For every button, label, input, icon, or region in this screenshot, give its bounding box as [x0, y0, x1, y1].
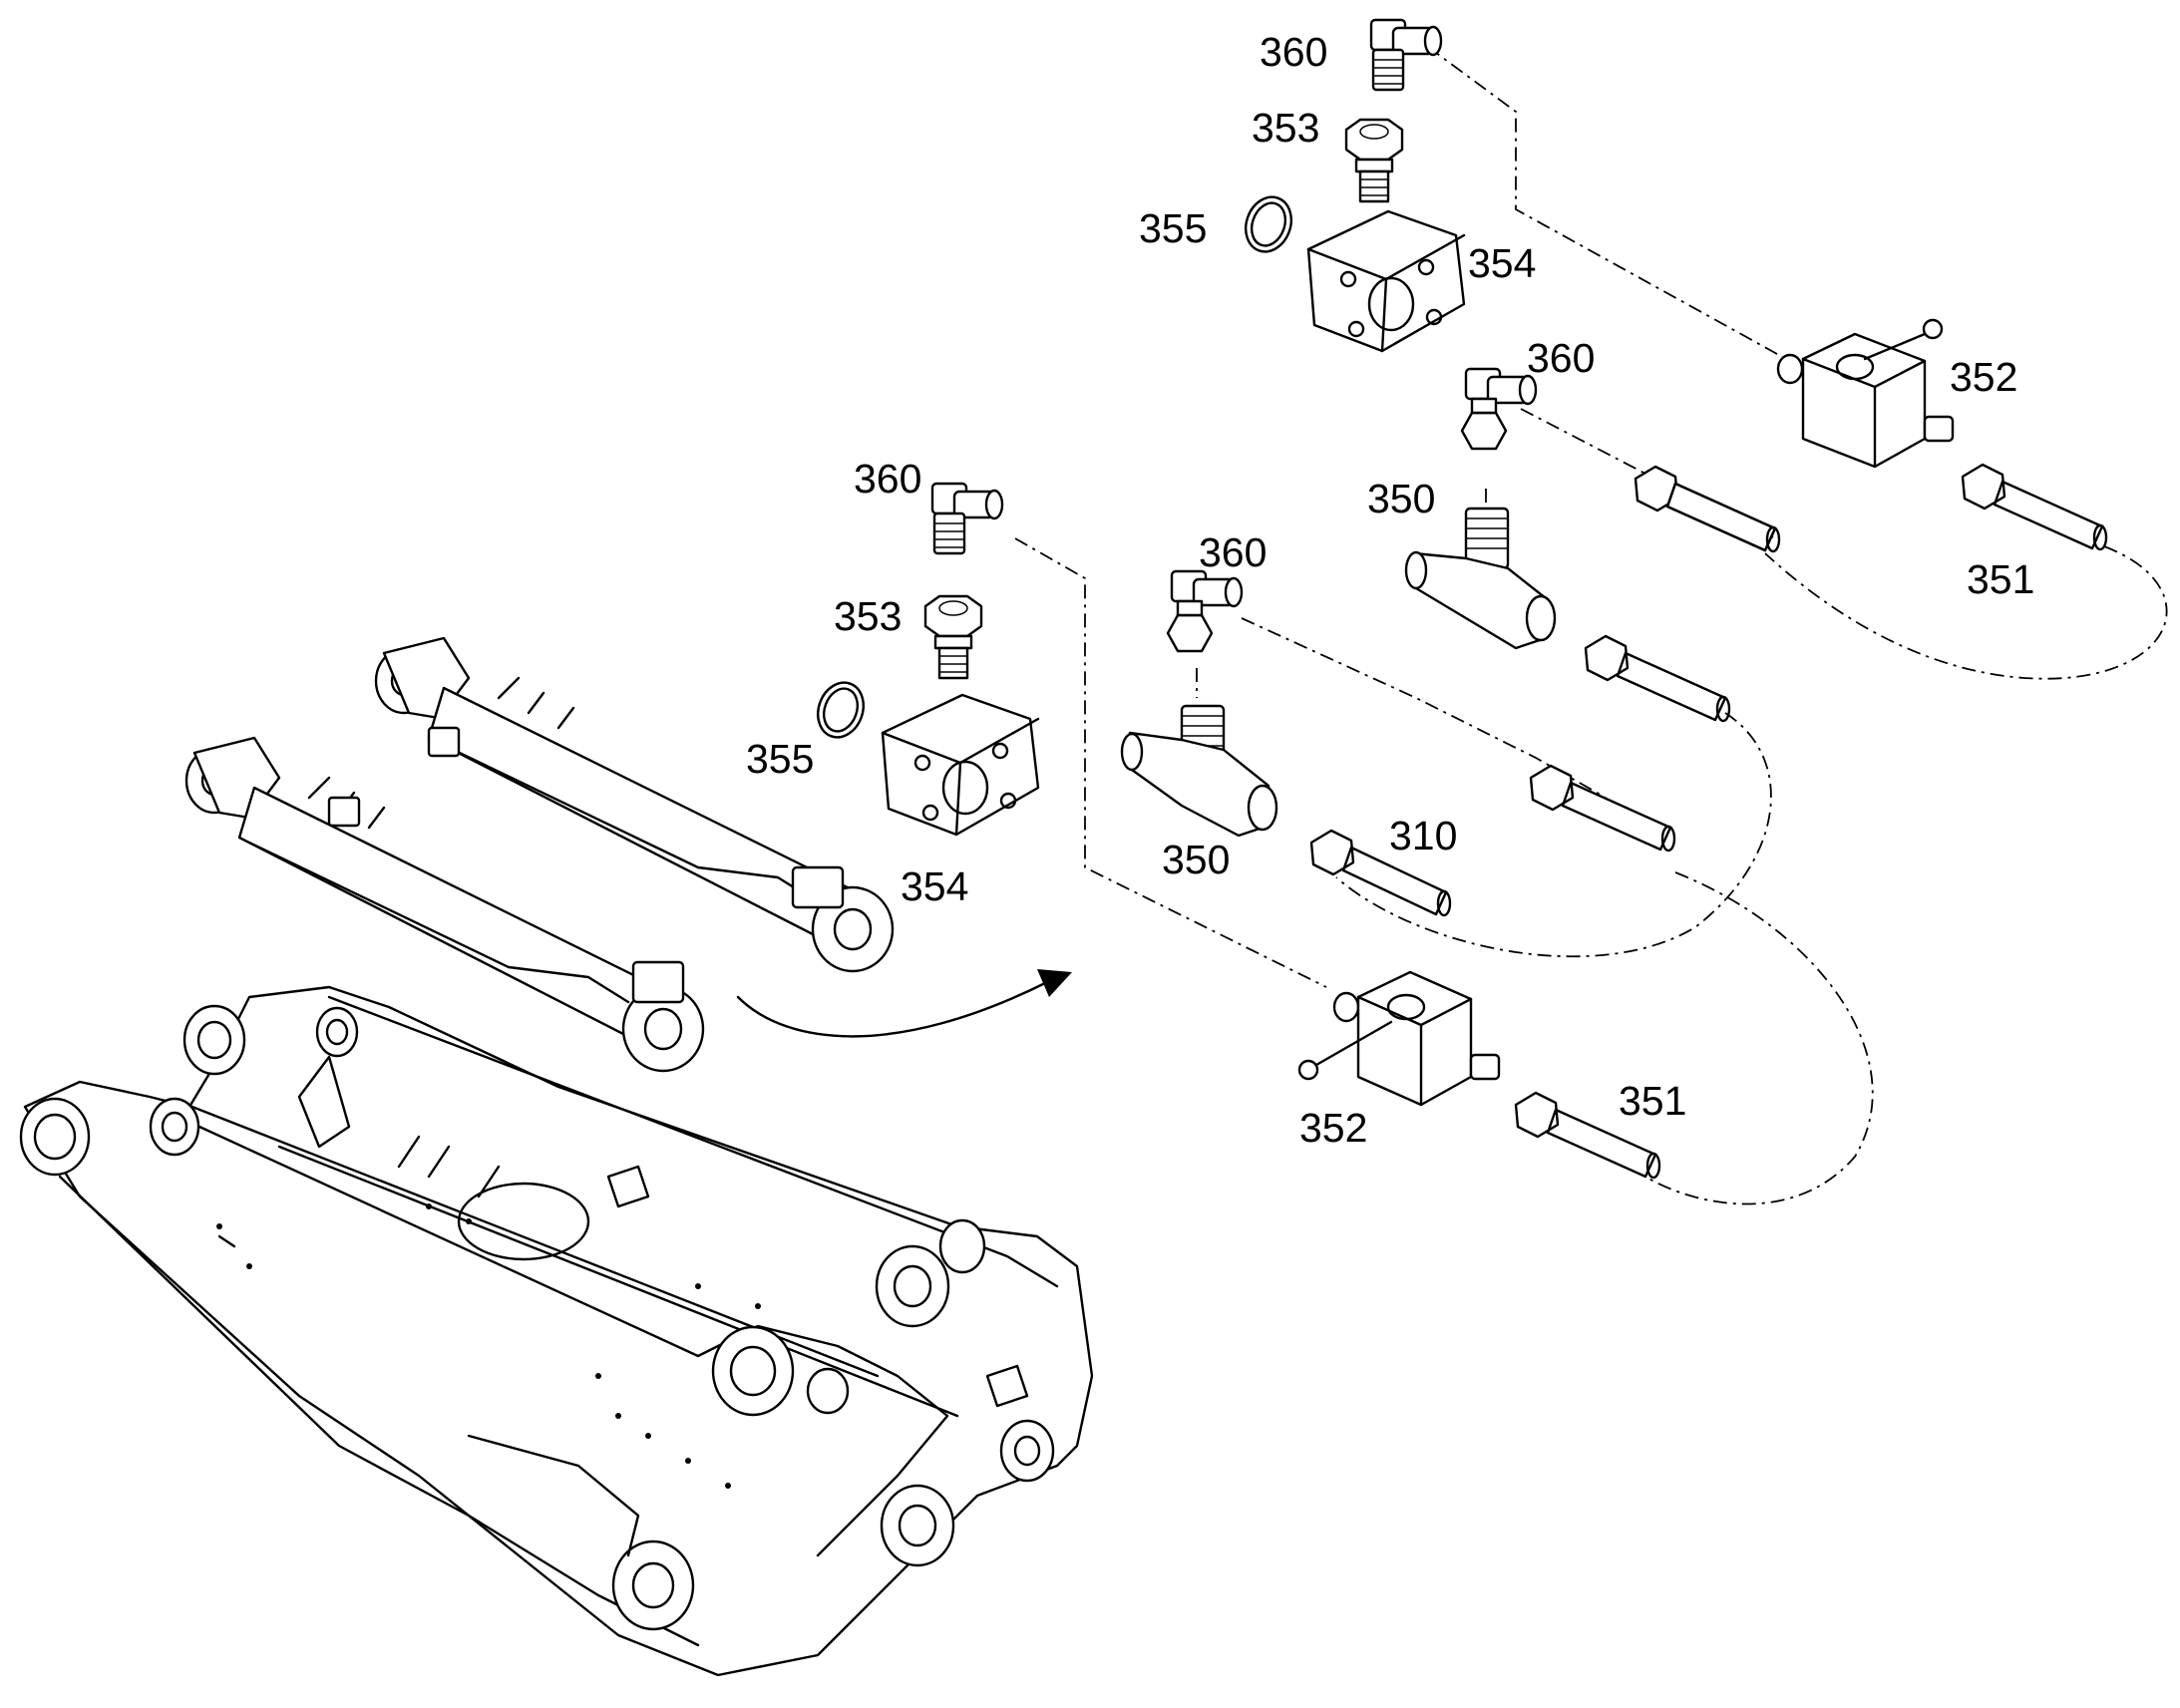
callout-360-mid: 360	[1199, 529, 1267, 575]
adapter-353-left	[923, 594, 983, 680]
callout-355-left: 355	[746, 736, 814, 782]
elbow-fitting-360-mid-right	[1460, 367, 1538, 451]
callout-353-left: 353	[834, 593, 902, 639]
callout-351-top: 351	[1967, 556, 2034, 602]
ball-valve-352-bottom	[1297, 970, 1501, 1107]
rivet-dots	[216, 1203, 761, 1489]
hose-end-mid-2	[1529, 764, 1676, 853]
callout-355-top: 355	[1139, 205, 1207, 251]
ball-valve-352-top	[1776, 318, 1955, 469]
callout-352-bottom: 352	[1299, 1105, 1367, 1151]
callout-360-left: 360	[854, 456, 921, 502]
callout-labels: 360 353 355 354 360 352 350 351 360 353 …	[746, 29, 2034, 1151]
elbow-fitting-360-top	[1369, 18, 1443, 92]
adapter-353-top	[1344, 118, 1404, 203]
callout-360-mid-right: 360	[1527, 335, 1595, 381]
flange-354-left	[881, 693, 1040, 837]
tee-fitting-350-top	[1404, 507, 1557, 650]
o-ring-355-left	[817, 681, 865, 739]
callout-354-left: 354	[901, 863, 968, 909]
hose-end-351-bottom	[1514, 1091, 1661, 1180]
o-ring-355-top	[1245, 195, 1292, 253]
callout-352-top: 352	[1950, 354, 2017, 400]
tee-fitting-350-bottom	[1120, 704, 1278, 838]
callout-353-top: 353	[1252, 105, 1319, 151]
flange-354-top	[1306, 209, 1466, 353]
direction-arrow	[736, 969, 1072, 1038]
hose-end-351-top-left	[1634, 465, 1781, 553]
hose-end-351-top-right	[1961, 463, 2108, 551]
hose-end-mid-1	[1584, 634, 1731, 723]
route-line-top-valve	[1427, 46, 1796, 365]
hose-end-310	[1309, 829, 1452, 917]
callout-350-top: 350	[1367, 476, 1435, 521]
callout-310: 310	[1389, 813, 1457, 858]
hydraulic-cylinder-lower	[184, 736, 705, 1073]
elbow-fitting-360-mid	[1166, 569, 1244, 653]
callout-351-bottom: 351	[1619, 1078, 1686, 1124]
elbow-fitting-360-left	[930, 482, 1004, 555]
callout-350-bottom: 350	[1162, 837, 1230, 882]
hydraulic-cylinder-upper	[374, 636, 895, 973]
callout-354-top: 354	[1468, 240, 1536, 286]
callout-360-top: 360	[1260, 29, 1327, 75]
excavator-boom	[19, 985, 1094, 1677]
